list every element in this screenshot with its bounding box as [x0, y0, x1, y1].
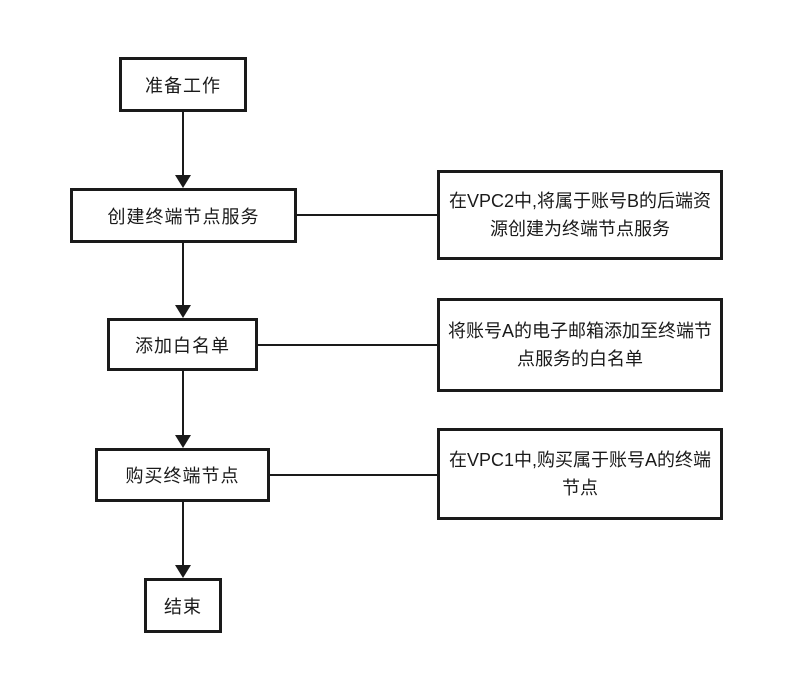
connector-buy-endpoint-to-end-line [182, 502, 184, 565]
annotation-buy-endpoint: 在VPC1中,购买属于账号A的终端节点 [437, 428, 723, 520]
node-buy-endpoint-label: 购买终端节点 [125, 466, 240, 486]
arrow-down-icon [175, 175, 191, 188]
node-start-label: 准备工作 [145, 75, 221, 96]
annotation-create-endpoint-service: 在VPC2中,将属于账号B的后端资源创建为终端节点服务 [437, 170, 723, 260]
node-buy-endpoint: 购买终端节点 [95, 448, 270, 502]
arrow-down-icon [175, 565, 191, 578]
annotation-add-whitelist-label: 将账号A的电子邮箱添加至终端节点服务的白名单 [447, 321, 712, 369]
annotation-create-endpoint-service-label: 在VPC2中,将属于账号B的后端资源创建为终端节点服务 [448, 191, 712, 239]
connector-start-to-create-service-line [182, 112, 184, 175]
arrow-down-icon [175, 305, 191, 318]
connector-add-whitelist-to-annotation-line [258, 344, 437, 346]
arrow-down-icon [175, 435, 191, 448]
connector-buy-endpoint-to-annotation-line [270, 474, 437, 476]
node-start: 准备工作 [119, 57, 247, 112]
connector-add-whitelist-to-buy-endpoint-line [182, 371, 184, 435]
node-create-endpoint-service: 创建终端节点服务 [70, 188, 297, 243]
node-create-endpoint-service-label: 创建终端节点服务 [107, 206, 260, 227]
connector-create-service-to-annotation-line [297, 214, 437, 216]
node-add-whitelist-label: 添加白名单 [135, 335, 230, 356]
node-add-whitelist: 添加白名单 [107, 318, 258, 371]
node-end-label: 结束 [164, 596, 202, 617]
node-end: 结束 [144, 578, 222, 633]
annotation-add-whitelist: 将账号A的电子邮箱添加至终端节点服务的白名单 [437, 298, 723, 392]
connector-create-service-to-add-whitelist-line [182, 243, 184, 306]
annotation-buy-endpoint-label: 在VPC1中,购买属于账号A的终端节点 [448, 450, 712, 498]
